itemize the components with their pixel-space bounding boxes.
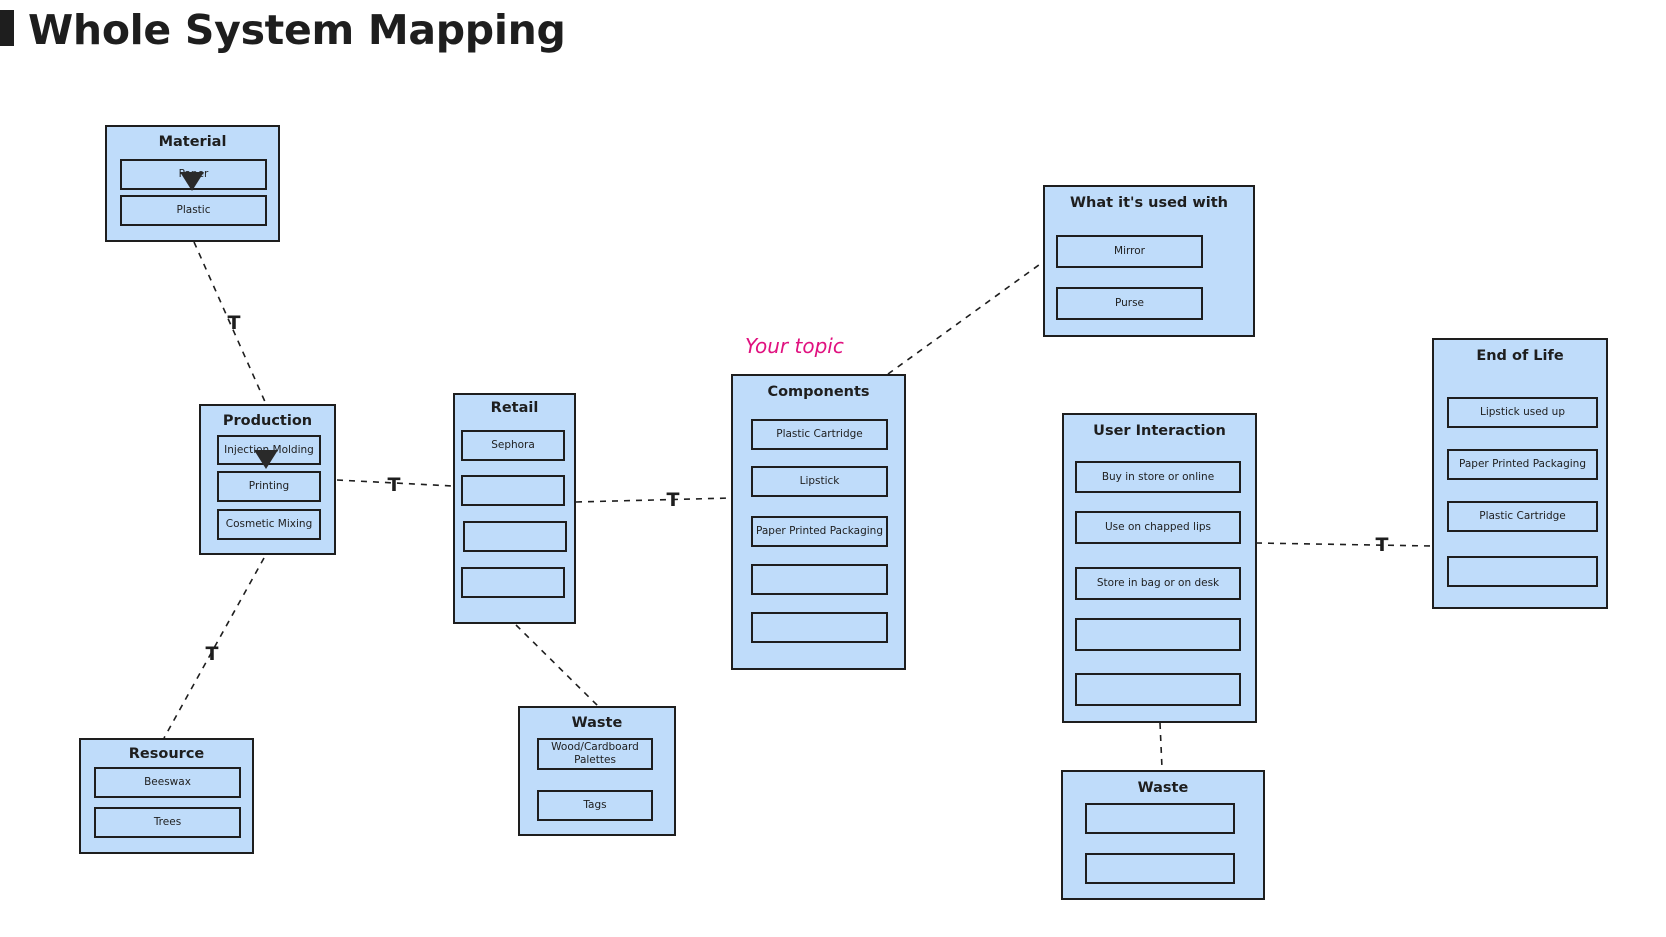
components-item-empty[interactable] [751,564,888,595]
resource-item-beeswax[interactable]: Beeswax [94,767,241,798]
retail-item-empty[interactable] [461,475,565,506]
end-of-life-box[interactable]: End of Life Lipstick used up Paper Print… [1432,338,1608,609]
connector-label: T [1375,534,1389,556]
end-of-life-item-packaging[interactable]: Paper Printed Packaging [1447,449,1598,480]
end-of-life-title: End of Life [1476,348,1564,364]
components-item-paper-packaging[interactable]: Paper Printed Packaging [751,516,888,547]
title-accent-bar [0,10,14,46]
components-item-empty[interactable] [751,612,888,643]
cursor-marker-icon [180,172,204,191]
waste-user-box[interactable]: Waste [1061,770,1265,900]
page-title: Whole System Mapping [28,6,566,54]
components-item-lipstick[interactable]: Lipstick [751,466,888,497]
user-interaction-box[interactable]: User Interaction Buy in store or online … [1062,413,1257,723]
components-title: Components [767,384,870,400]
components-box[interactable]: Components Plastic Cartridge Lipstick Pa… [731,374,906,670]
production-box[interactable]: Production Injection Molding Printing Co… [199,404,336,555]
end-of-life-item-cartridge[interactable]: Plastic Cartridge [1447,501,1598,532]
retail-title: Retail [490,400,539,416]
production-title: Production [222,413,313,429]
end-of-life-item-lipstick[interactable]: Lipstick used up [1447,397,1598,428]
material-box[interactable]: Material Paper Plastic [105,125,280,242]
connector-user-waste [1159,722,1163,769]
components-item-plastic-cartridge[interactable]: Plastic Cartridge [751,419,888,450]
material-item-plastic[interactable]: Plastic [120,195,267,226]
waste-retail-title: Waste [571,715,623,731]
cursor-marker-icon [254,450,278,469]
topic-annotation: Your topic [745,334,844,358]
connector-label: T [227,312,241,334]
end-of-life-item-empty[interactable] [1447,556,1598,587]
waste-user-item-empty[interactable] [1085,853,1235,884]
waste-user-title: Waste [1137,780,1189,796]
used-with-title: What it's used with [1070,195,1228,211]
waste-retail-item-palettes[interactable]: Wood/Cardboard Palettes [537,738,653,770]
waste-retail-item-tags[interactable]: Tags [537,790,653,821]
production-item-printing[interactable]: Printing [217,471,321,502]
waste-user-item-empty[interactable] [1085,803,1235,834]
connector-label: T [666,489,680,511]
resource-title: Resource [128,746,205,762]
used-with-item-purse[interactable]: Purse [1056,287,1203,320]
connector-retail-components [575,497,732,503]
material-title: Material [158,134,227,150]
user-interaction-item-use[interactable]: Use on chapped lips [1075,511,1241,544]
used-with-box[interactable]: What it's used with Mirror Purse [1043,185,1255,337]
waste-retail-box[interactable]: Waste Wood/Cardboard Palettes Tags [518,706,676,836]
connector-user-endoflife [1255,542,1433,547]
retail-box[interactable]: Retail Sephora [453,393,576,624]
connector-retail-waste [515,624,599,707]
resource-box[interactable]: Resource Beeswax Trees [79,738,254,854]
connector-components-usedwith [887,261,1044,375]
production-item-cosmetic-mixing[interactable]: Cosmetic Mixing [217,509,321,540]
user-interaction-title: User Interaction [1093,423,1226,439]
user-interaction-item-empty[interactable] [1075,673,1241,706]
user-interaction-item-buy[interactable]: Buy in store or online [1075,461,1241,493]
retail-item-empty[interactable] [463,521,567,552]
retail-item-empty[interactable] [461,567,565,598]
user-interaction-item-store[interactable]: Store in bag or on desk [1075,567,1241,600]
used-with-item-mirror[interactable]: Mirror [1056,235,1203,268]
resource-item-trees[interactable]: Trees [94,807,241,838]
user-interaction-item-empty[interactable] [1075,618,1241,651]
retail-item-sephora[interactable]: Sephora [461,430,565,461]
connector-label: T [387,474,401,496]
connector-label: T [205,643,219,665]
